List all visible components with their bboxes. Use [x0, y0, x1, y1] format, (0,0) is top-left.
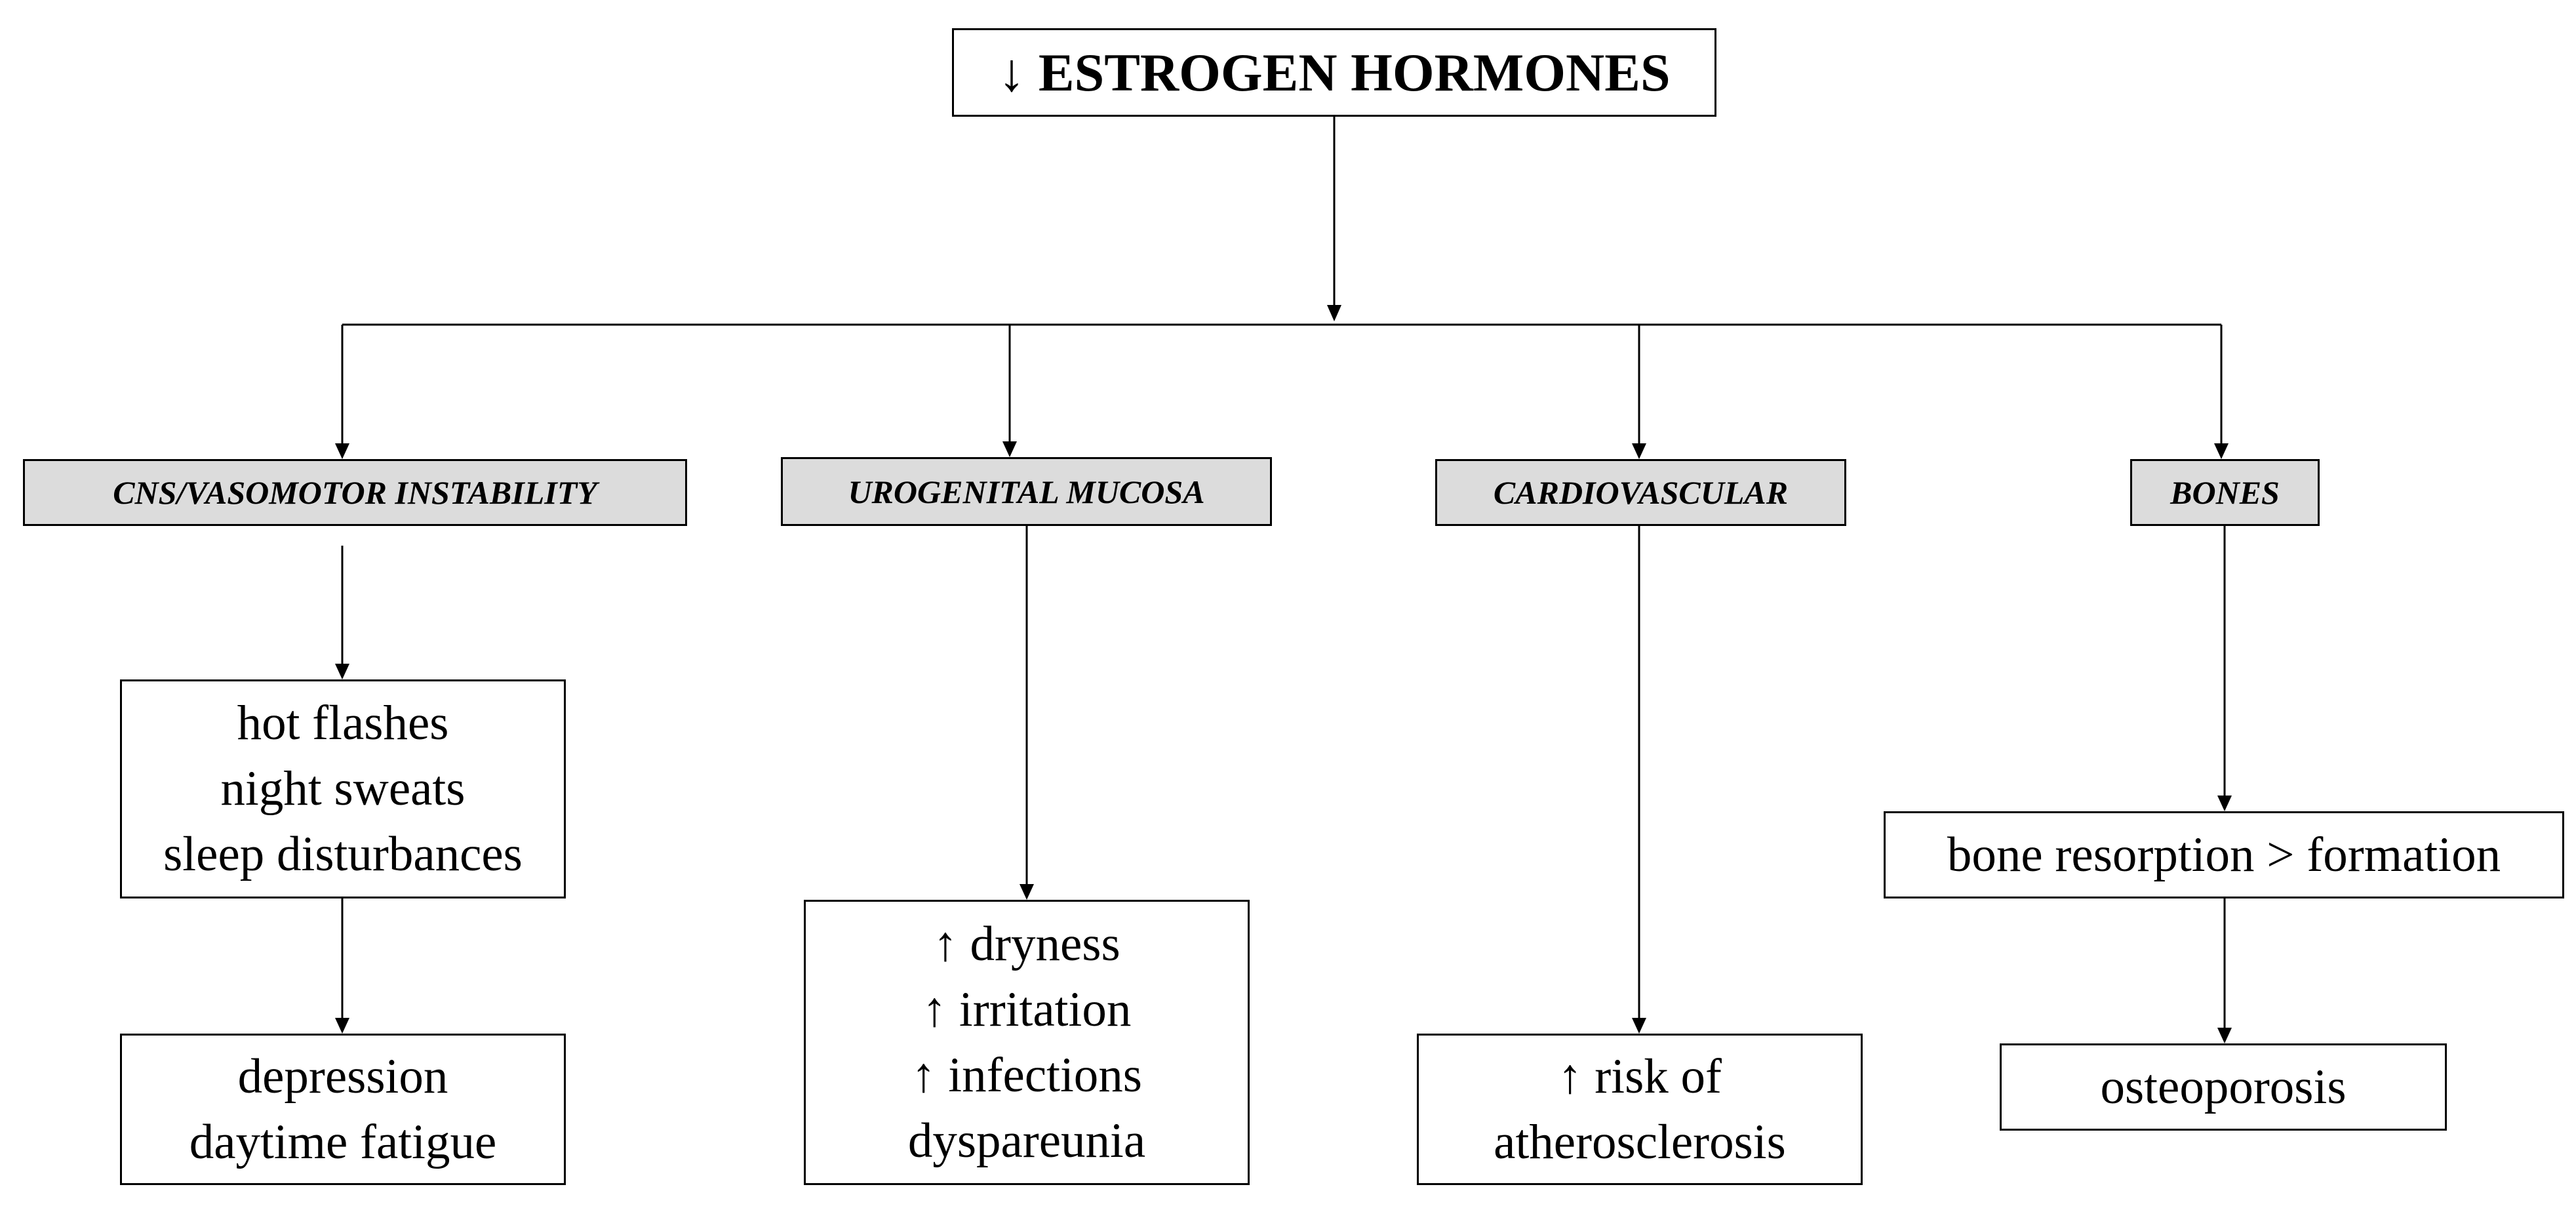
- arrowhead-cns-effect-1: [335, 664, 349, 679]
- arrowhead-cardiovascular-effect-1: [1632, 1018, 1646, 1034]
- effect-line: night sweats: [220, 761, 466, 816]
- category-label: CNS/VASOMOTOR INSTABILITY: [113, 474, 597, 511]
- effect-line: depression: [237, 1049, 448, 1104]
- effect-line: atherosclerosis: [1494, 1114, 1786, 1169]
- category-label: CARDIOVASCULAR: [1493, 474, 1789, 511]
- effect-line: ↑ irritation: [922, 982, 1132, 1037]
- effect-cardiovascular-risk: ↑ risk of atherosclerosis: [1417, 1034, 1863, 1185]
- effect-line: osteoporosis: [2100, 1059, 2347, 1114]
- arrowhead-cardiovascular: [1632, 443, 1646, 459]
- category-cns-vasomotor: CNS/VASOMOTOR INSTABILITY: [23, 459, 687, 526]
- arrowhead-bones-effect-1: [2217, 796, 2232, 811]
- effect-line: daytime fatigue: [189, 1114, 497, 1169]
- arrowhead-bones: [2214, 443, 2229, 459]
- root-label: ↓ ESTROGEN HORMONES: [998, 42, 1671, 102]
- effect-urogenital-symptoms: ↑ dryness ↑ irritation ↑ infections dysp…: [804, 900, 1250, 1185]
- category-label: BONES: [2170, 474, 2280, 511]
- arrowhead-root: [1327, 305, 1341, 321]
- category-bones: BONES: [2130, 459, 2320, 526]
- category-label: UROGENITAL MUCOSA: [848, 473, 1205, 510]
- effect-line: sleep disturbances: [163, 827, 523, 881]
- effect-bones-osteoporosis: osteoporosis: [2000, 1043, 2447, 1131]
- effect-cns-consequences: depression daytime fatigue: [120, 1034, 566, 1185]
- effect-line: ↑ risk of: [1558, 1049, 1722, 1104]
- arrowhead-urogenital: [1002, 441, 1017, 457]
- effect-bones-resorption: bone resorption > formation: [1884, 811, 2564, 898]
- arrowhead-bones-effect-2: [2217, 1028, 2232, 1043]
- effect-line: hot flashes: [237, 696, 449, 750]
- arrowhead-cns-effect-2: [335, 1018, 349, 1034]
- effect-line: bone resorption > formation: [1947, 827, 2501, 882]
- category-cardiovascular: CARDIOVASCULAR: [1435, 459, 1846, 526]
- effect-cns-symptoms: hot flashes night sweats sleep disturban…: [120, 679, 566, 898]
- category-urogenital-mucosa: UROGENITAL MUCOSA: [781, 457, 1272, 526]
- arrowhead-urogenital-effect-1: [1020, 884, 1034, 900]
- effect-line: ↑ infections: [911, 1047, 1142, 1102]
- effect-line: ↑ dryness: [933, 916, 1120, 971]
- root-node: ↓ ESTROGEN HORMONES: [952, 28, 1716, 117]
- effect-line: dyspareunia: [907, 1113, 1146, 1168]
- arrowhead-cns: [335, 443, 349, 459]
